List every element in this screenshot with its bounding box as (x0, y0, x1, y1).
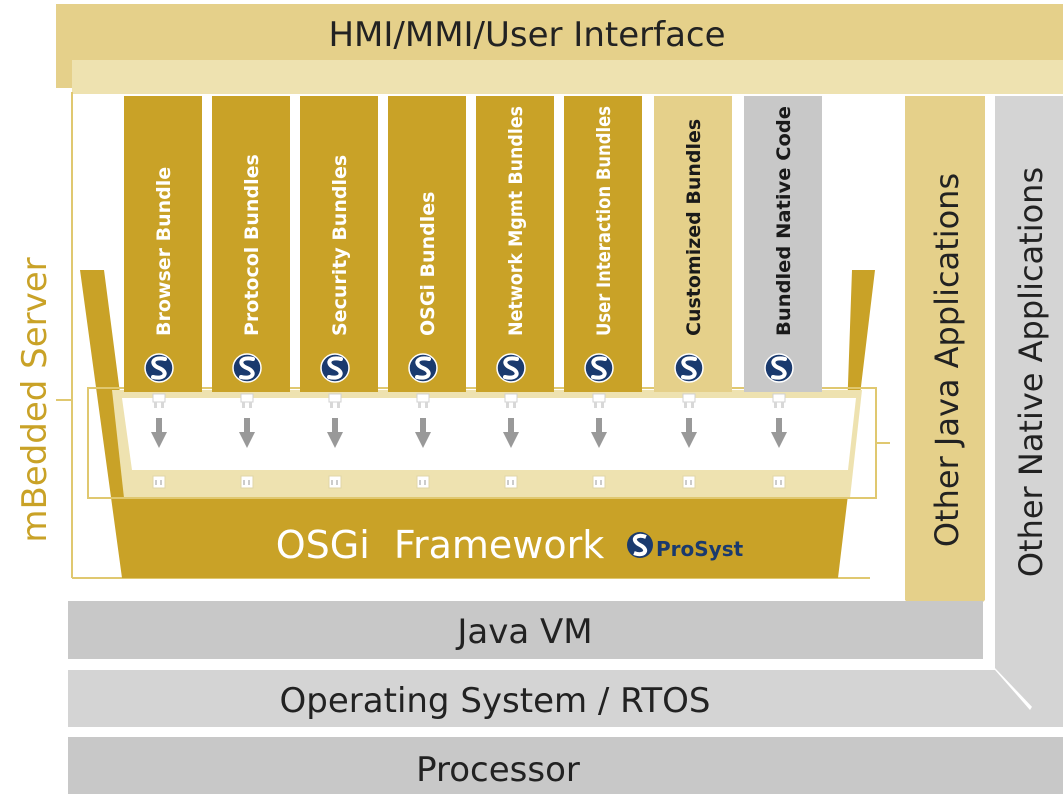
bundle-label: OSGi Bundles (417, 192, 439, 336)
down-arrow-icon (415, 418, 431, 448)
bundle-2: Protocol Bundles (212, 96, 290, 489)
os-layer (68, 670, 1063, 727)
down-arrow-icon (151, 418, 167, 448)
framework-funnel (80, 270, 875, 578)
socket-connector (682, 475, 696, 489)
bundle-6: User Interaction Bundles (564, 96, 642, 489)
java-vm-label: Java VM (455, 612, 592, 652)
down-arrow-icon (771, 418, 787, 448)
prosyst-s-icon (144, 353, 174, 383)
down-arrow-icon (591, 418, 607, 448)
socket-connector (416, 475, 430, 489)
side-label: mBedded Server (15, 257, 55, 542)
socket-connector (504, 475, 518, 489)
plug-connector (240, 393, 254, 408)
prosyst-s-icon (584, 353, 614, 383)
hmi-title: HMI/MMI/User Interface (328, 15, 725, 55)
native-apps-arrow (995, 96, 1063, 710)
java-apps-arrow (905, 96, 985, 640)
socket-connector (772, 475, 786, 489)
prosyst-s-icon (764, 353, 794, 383)
down-arrow-icon (327, 418, 343, 448)
bundle-4: OSGi Bundles (388, 96, 466, 489)
plug-connector (682, 393, 696, 408)
bundle-label: Browser Bundle (153, 167, 175, 336)
bundle-group: Browser Bundle Protocol Bundles Security B… (124, 96, 822, 489)
plug-connector (772, 393, 786, 408)
os-label: Operating System / RTOS (280, 681, 711, 721)
prosyst-s-icon (496, 353, 526, 383)
java-apps-label: Other Java Applications (928, 173, 966, 547)
plug-connector (328, 393, 342, 408)
down-arrow-icon (239, 418, 255, 448)
funnel-inner-white (122, 398, 856, 470)
socket-connector (328, 475, 342, 489)
prosyst-logo: ProSyst (627, 532, 744, 561)
bundle-label: Customized Bundles (683, 119, 705, 336)
bundle-column (476, 96, 554, 392)
native-apps-label: Other Native Applications (1012, 167, 1050, 577)
prosyst-s-icon (674, 353, 704, 383)
prosyst-s-icon (320, 353, 350, 383)
bundle-column (654, 96, 732, 392)
bundle-label: Security Bundles (329, 155, 351, 336)
down-arrow-icon (681, 418, 697, 448)
plug-connector (152, 393, 166, 408)
java-vm-layer (68, 601, 983, 659)
bundle-8: Bundled Native Code (744, 96, 822, 489)
bundle-label: User Interaction Bundles (593, 106, 615, 336)
bundle-column (124, 96, 202, 392)
bundle-column (212, 96, 290, 392)
plug-connector (592, 393, 606, 408)
framework-label: OSGi Framework (276, 523, 605, 567)
bundle-label: Network Mgmt Bundles (505, 106, 527, 336)
bundle-1: Browser Bundle (124, 96, 202, 489)
bundle-column (744, 96, 822, 392)
bundle-7: Customized Bundles (654, 96, 732, 489)
socket-connector (240, 475, 254, 489)
down-arrow-icon (503, 418, 519, 448)
bundle-column (388, 96, 466, 392)
bundle-column (300, 96, 378, 392)
bundle-5: Network Mgmt Bundles (476, 96, 554, 489)
prosyst-s-icon (408, 353, 438, 383)
hmi-bar-inner (72, 60, 1063, 94)
socket-connector (152, 475, 166, 489)
processor-layer (68, 737, 1063, 794)
prosyst-s-icon (232, 353, 262, 383)
plug-connector (416, 393, 430, 408)
bundle-column (564, 96, 642, 392)
socket-connector (592, 475, 606, 489)
prosyst-brand: ProSyst (656, 537, 744, 561)
processor-label: Processor (416, 750, 580, 790)
bundle-label: Protocol Bundles (241, 154, 263, 336)
plug-connector (504, 393, 518, 408)
bundle-label: Bundled Native Code (773, 106, 795, 336)
bundle-3: Security Bundles (300, 96, 378, 489)
